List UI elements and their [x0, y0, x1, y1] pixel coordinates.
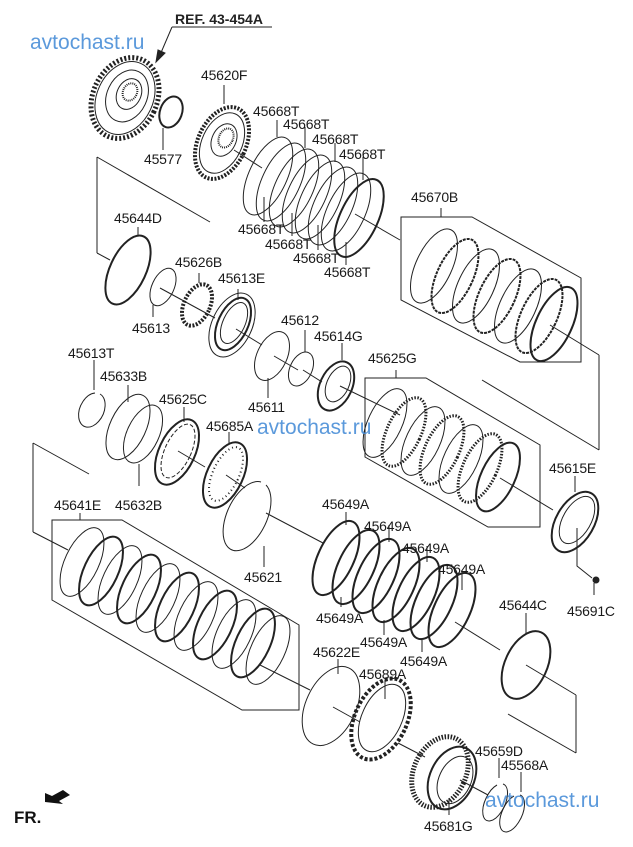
part-label-45668T[interactable]: 45668T	[293, 250, 340, 266]
part-45614G[interactable]	[311, 343, 401, 416]
bracket-45644D	[96, 156, 211, 261]
part-45611[interactable]	[247, 326, 299, 398]
part-label-45668T[interactable]: 45668T	[339, 146, 386, 162]
part-group-45670B[interactable]	[400, 208, 600, 451]
part-label-45625C[interactable]: 45625C	[159, 391, 207, 407]
part-label-45649A[interactable]: 45649A	[438, 561, 486, 577]
part-45632B[interactable]	[115, 399, 170, 486]
part-label-45649A[interactable]: 45649A	[322, 496, 370, 512]
part-label-45620F[interactable]: 45620F	[201, 67, 248, 83]
part-label-45681G[interactable]: 45681G	[424, 818, 473, 834]
part-label-45613[interactable]: 45613	[132, 320, 170, 336]
part-label-45644C[interactable]: 45644C	[499, 597, 547, 613]
part-45613E[interactable]	[200, 286, 265, 365]
part-45626B[interactable]	[176, 273, 218, 330]
part-label-45668T[interactable]: 45668T	[253, 103, 300, 119]
part-label-45612[interactable]: 45612	[281, 312, 319, 328]
front-arrow-icon	[45, 790, 70, 804]
part-45625C[interactable]	[146, 407, 208, 491]
part-label-45649A[interactable]: 45649A	[402, 540, 450, 556]
part-45568A[interactable]	[499, 772, 526, 833]
part-label-45649A[interactable]: 45649A	[316, 610, 364, 626]
front-direction-label: FR.	[14, 808, 42, 827]
part-label-45649A[interactable]: 45649A	[364, 518, 412, 534]
part-45644C[interactable]	[492, 613, 577, 754]
watermark: avtochast.ru	[257, 416, 372, 439]
bracket-45641E	[32, 442, 90, 551]
part-group-45649A[interactable]	[303, 512, 501, 654]
part-group-45641E[interactable]	[51, 513, 311, 711]
part-label-45641E[interactable]: 45641E	[54, 497, 102, 513]
part-label-45625G[interactable]: 45625G	[368, 350, 417, 366]
part-45659D[interactable]	[482, 758, 509, 822]
reference-drum	[88, 55, 162, 141]
part-label-45668T[interactable]: 45668T	[265, 236, 312, 252]
watermark: avtochast.ru	[485, 789, 600, 812]
part-45621[interactable]	[222, 481, 324, 567]
part-45615E[interactable]	[542, 476, 608, 595]
part-label-45626B[interactable]: 45626B	[175, 254, 223, 270]
part-label-45689A[interactable]: 45689A	[359, 666, 407, 682]
part-label-45644D[interactable]: 45644D	[114, 210, 162, 226]
part-label-45621[interactable]: 45621	[244, 569, 282, 585]
part-label-45668T[interactable]: 45668T	[238, 221, 285, 237]
watermark: avtochast.ru	[30, 31, 145, 54]
part-label-45649A[interactable]: 45649A	[360, 634, 408, 650]
part-label-45614G[interactable]: 45614G	[314, 328, 363, 344]
part-45685A[interactable]	[194, 432, 256, 514]
part-45620F[interactable]	[184, 85, 263, 188]
part-label-45568A[interactable]: 45568A	[501, 757, 549, 773]
part-label-45668T[interactable]: 45668T	[283, 116, 330, 132]
part-label-45668T[interactable]: 45668T	[312, 131, 359, 147]
part-label-45613T[interactable]: 45613T	[68, 345, 115, 361]
part-label-45611[interactable]: 45611	[248, 399, 285, 415]
part-label-45622E[interactable]: 45622E	[313, 644, 361, 660]
reference-label[interactable]: REF. 43-454A	[175, 11, 263, 27]
part-group-45625G[interactable]	[354, 370, 554, 528]
part-label-45633B[interactable]: 45633B	[100, 368, 148, 384]
reference-leader	[155, 26, 272, 64]
part-group-45668T[interactable]	[233, 120, 401, 265]
part-label-45613E[interactable]: 45613E	[218, 270, 266, 286]
part-label-45691C[interactable]: 45691C	[567, 603, 615, 619]
part-label-45649A[interactable]: 45649A	[400, 653, 448, 669]
part-45613T[interactable]	[78, 360, 106, 428]
part-45681G[interactable]	[401, 727, 489, 817]
part-label-45668T[interactable]: 45668T	[324, 264, 371, 280]
part-45644D[interactable]	[96, 227, 160, 311]
part-label-45659D[interactable]: 45659D	[475, 743, 523, 759]
part-45577[interactable]	[155, 93, 187, 150]
part-45633B[interactable]	[97, 385, 159, 466]
part-label-45685A[interactable]: 45685A	[206, 418, 254, 434]
part-45613[interactable]	[145, 264, 216, 319]
part-45689A[interactable]	[339, 669, 426, 769]
part-label-45577[interactable]: 45577	[144, 151, 182, 167]
part-label-45632B[interactable]: 45632B	[115, 497, 163, 513]
part-45612[interactable]	[283, 330, 323, 390]
part-label-45670B[interactable]: 45670B	[411, 189, 459, 205]
part-label-45615E[interactable]: 45615E	[549, 460, 597, 476]
